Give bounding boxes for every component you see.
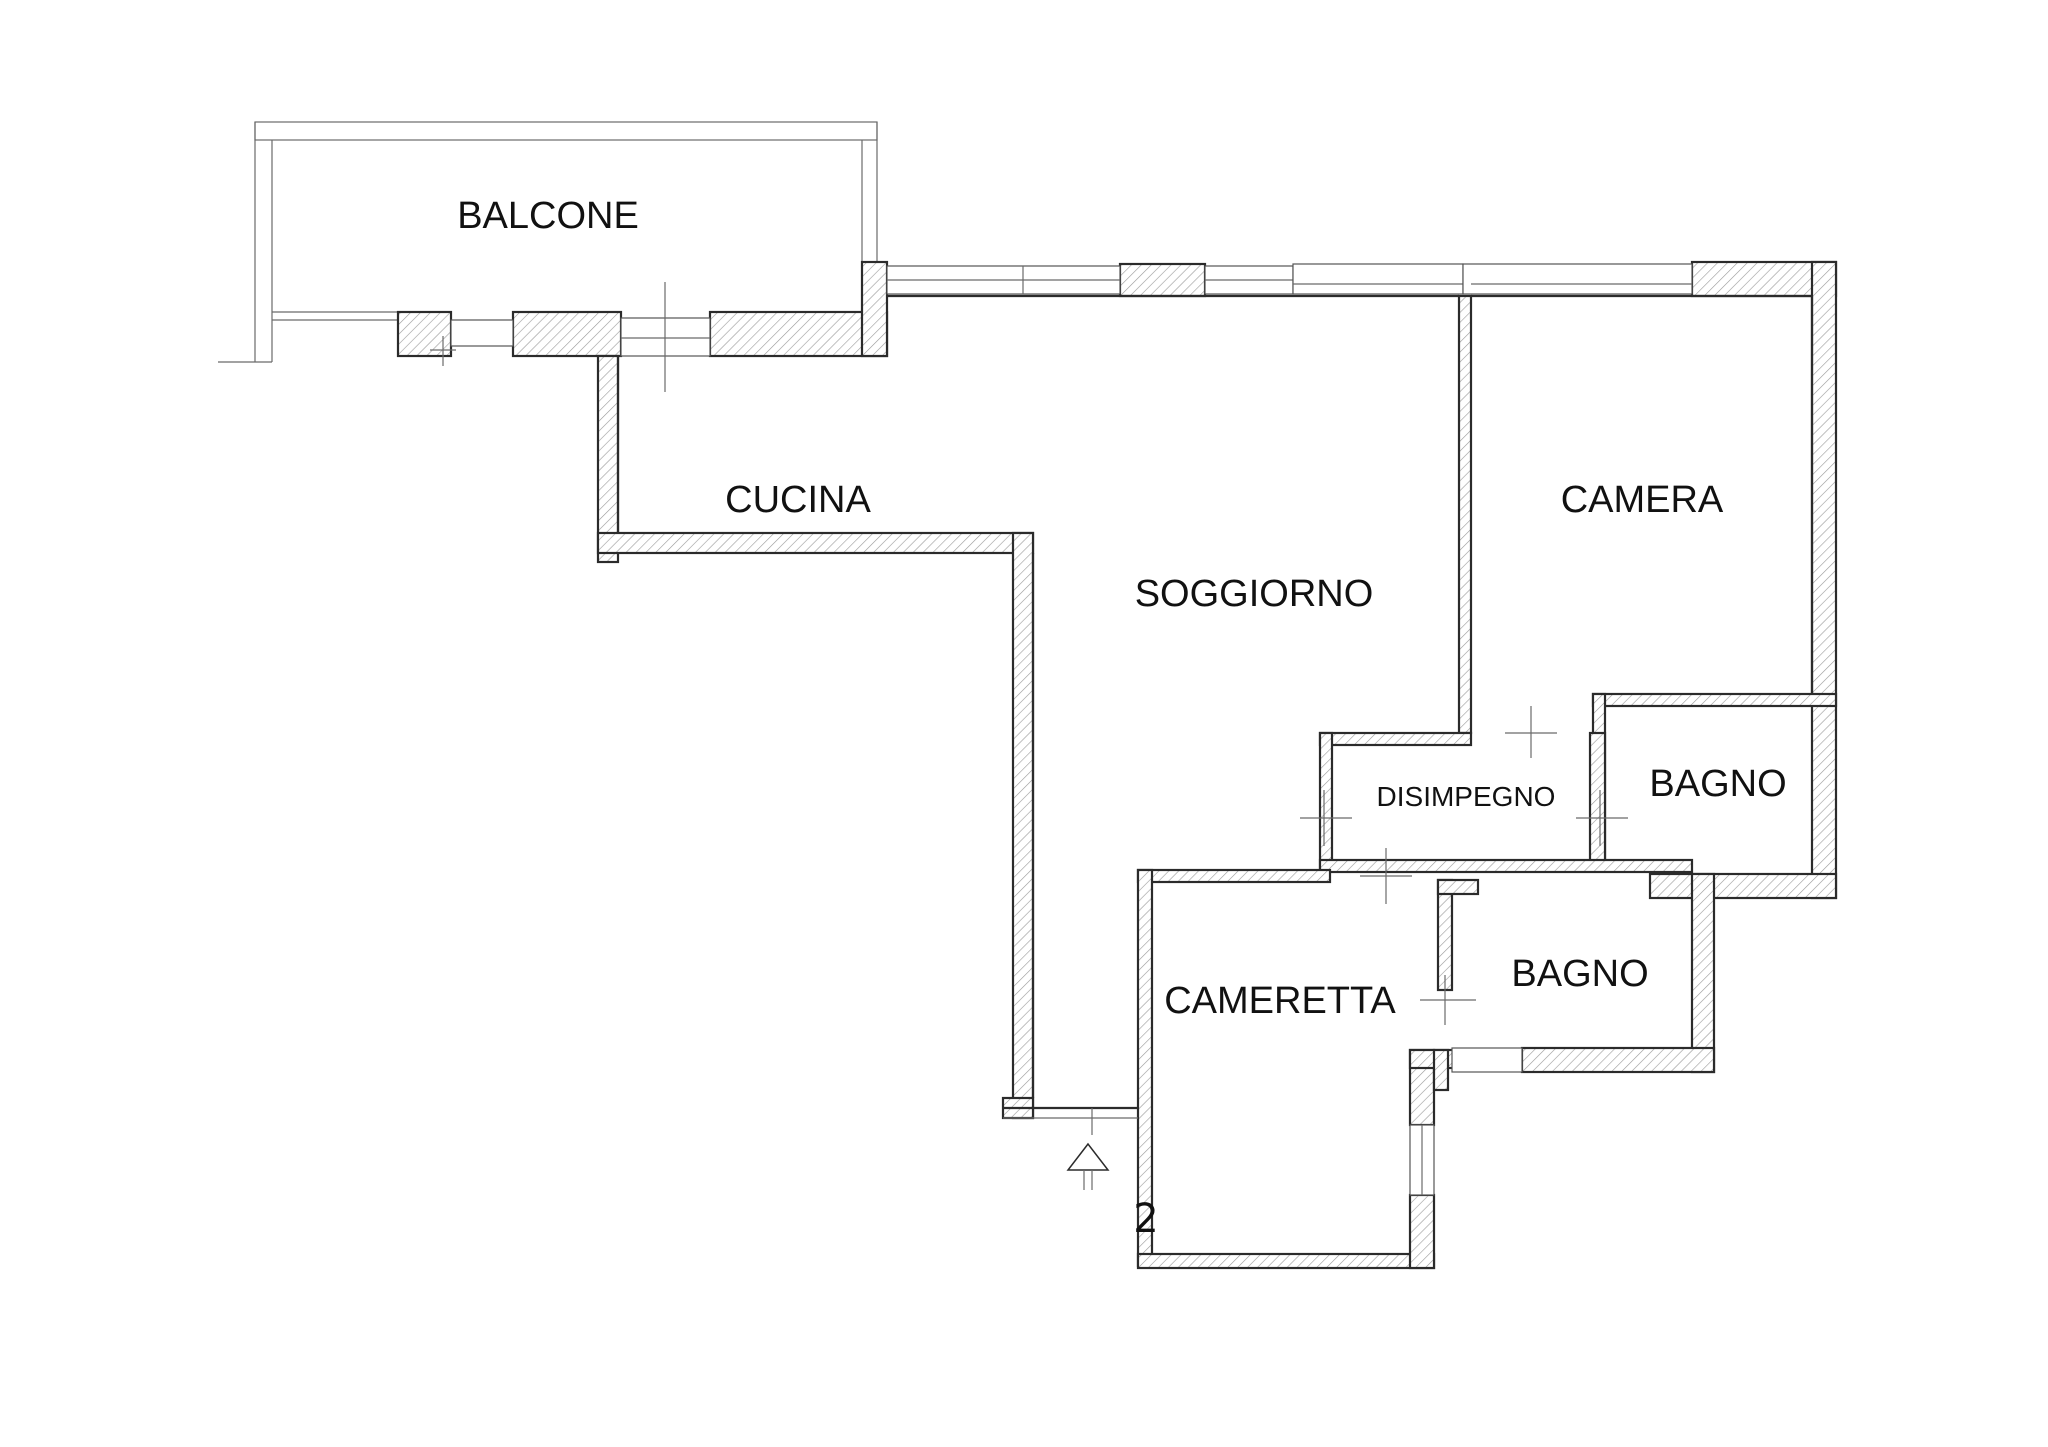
room-label-bagno-1: BAGNO bbox=[1649, 763, 1786, 805]
room-label-bagno-2: BAGNO bbox=[1511, 953, 1648, 995]
room-label-cucina: CUCINA bbox=[725, 479, 871, 521]
entrance-marker-number: 2 bbox=[1133, 1196, 1158, 1242]
room-label-soggiorno: SOGGIORNO bbox=[1135, 573, 1374, 615]
room-label-cameretta: CAMERETTA bbox=[1164, 980, 1396, 1022]
entrance-arrow-icon bbox=[1066, 1142, 1110, 1190]
room-label-camera: CAMERA bbox=[1561, 479, 1724, 521]
walls bbox=[396, 260, 1838, 1270]
room-label-balcone: BALCONE bbox=[457, 195, 639, 237]
balcony: BALCONE bbox=[218, 121, 878, 363]
room-outlines bbox=[430, 263, 1814, 1196]
room-label-disimpegno: DISIMPEGNO bbox=[1377, 781, 1556, 812]
room-labels: CUCINA SOGGIORNO CAMERA DISIMPEGNO BAGNO… bbox=[725, 479, 1786, 1022]
